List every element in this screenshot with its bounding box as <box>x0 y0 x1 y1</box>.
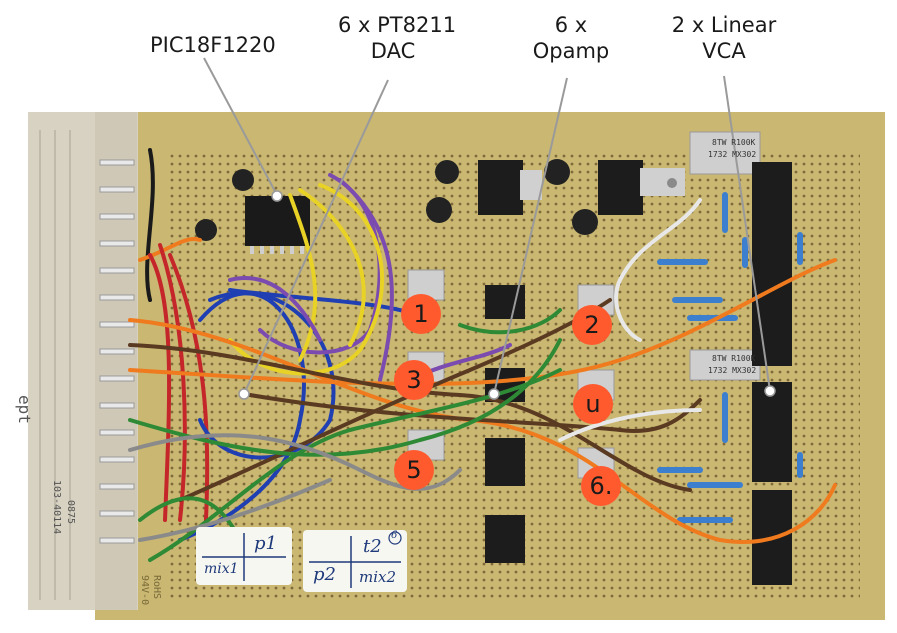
opamp-callout-line <box>493 77 568 395</box>
vca-callout-line1: 2 x Linear <box>671 13 777 37</box>
note-right-mix2: mix2 <box>359 568 397 586</box>
capacitors <box>195 159 598 241</box>
dac-callout-line <box>243 79 389 395</box>
trimpot-mid-label: 8TW R100K <box>712 354 756 363</box>
opamp-chips <box>485 285 525 563</box>
pcb-rohs: RoHS <box>151 575 162 600</box>
note-left-p1: p1 <box>254 533 277 554</box>
callout-lines <box>203 57 771 395</box>
opamp-callout: 6 x Opamp <box>528 12 614 64</box>
channel-marker-1: 1 <box>401 294 441 334</box>
connector-part-code: 0875 <box>65 500 76 525</box>
voltage-regulators <box>478 160 685 215</box>
trimpot-mid-code: 1732 MX302 <box>708 366 757 375</box>
channel-marker-2: 2 <box>572 305 612 345</box>
mcu-callout: PIC18F1220 <box>150 33 276 57</box>
connector-brand: ept <box>15 395 34 424</box>
note-right-grid <box>309 531 402 588</box>
channel-marker-3: 3 <box>394 360 434 400</box>
note-left-grid <box>202 533 286 581</box>
note-left-mix1: mix1 <box>204 561 239 577</box>
wires <box>128 148 837 562</box>
note-right: t2 6 p2 mix2 <box>303 530 407 592</box>
mcu-callout-line <box>203 57 278 196</box>
note-right-t2: t2 <box>363 536 382 557</box>
dac-callout: 6 x PT8211 DAC <box>338 12 457 64</box>
note-right-p2: p2 <box>313 564 336 585</box>
vca-callout-line2: VCA <box>702 39 746 63</box>
trimpot-top-code: 1732 MX302 <box>708 150 757 159</box>
vca-callout: 2 x Linear VCA <box>665 12 783 64</box>
channel-marker-5: 5 <box>394 450 434 490</box>
connector-part-no: 103-40114 <box>51 480 62 535</box>
edge-connector <box>28 112 138 610</box>
dac-callout-line2: DAC <box>370 39 416 63</box>
channel-marker-6: 6. <box>581 466 621 506</box>
channel-marker-4: u <box>573 384 613 424</box>
dac-callout-line1: 6 x PT8211 <box>338 13 457 37</box>
trimpot-top-label: 8TW R100K <box>712 138 756 147</box>
resistors <box>657 192 803 523</box>
opamp-callout-line2: Opamp <box>532 39 610 63</box>
vca-callout-line <box>723 75 771 392</box>
note-left: p1 mix1 <box>196 527 292 585</box>
note-right-circle: 6 <box>391 530 398 541</box>
opamp-callout-line1: 6 x <box>554 13 588 37</box>
vca-chips <box>752 162 792 585</box>
pcb-rating: 94V-0 <box>139 575 150 606</box>
